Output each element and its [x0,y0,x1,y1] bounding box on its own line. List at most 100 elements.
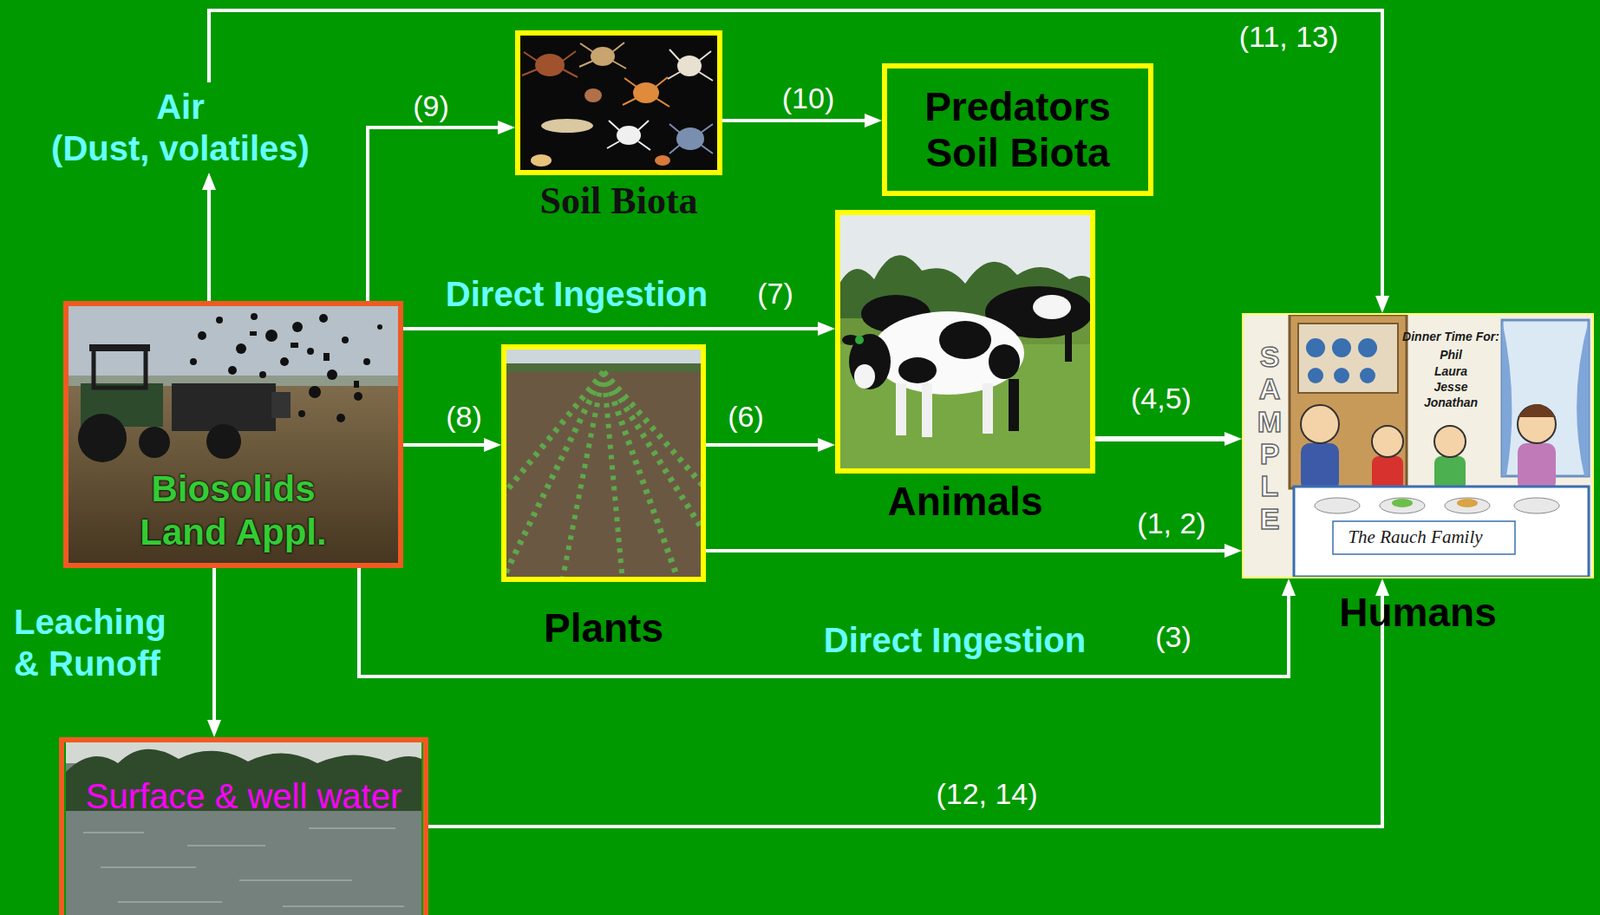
callout-number: (6) [724,398,768,435]
edge-label: Direct Ingestion [820,619,1090,661]
illustration-shape [607,120,651,151]
illustration-shape [603,372,706,582]
cornfield-photo [501,344,706,582]
flow-arrow [403,326,827,331]
water-photo [65,737,422,915]
illustration-shape [63,300,404,381]
edge-label: Leaching & Runoff [10,600,183,685]
illustration-shape [501,363,706,373]
illustration-shape [250,313,258,320]
flow-arrow [1095,436,1234,442]
illustration-shape [353,391,363,401]
node-label: Biosolids Land Appl. [116,467,351,556]
illustration-shape [1032,294,1072,320]
illustration-shape [590,46,615,66]
illustration-shape [319,313,328,323]
illustration-shape [326,369,338,380]
illustration-shape [78,413,127,463]
node-label: Air [51,85,310,128]
illustration-shape [1306,338,1326,358]
card-text: Phil [1439,347,1463,363]
callout-number: (10) [778,80,838,117]
illustration-shape [138,426,170,458]
illustration-shape [898,357,937,384]
illustration-shape [677,55,702,77]
illustration-shape [939,320,992,360]
cows-photo [835,209,1096,474]
organism-box: Plants [501,344,706,582]
illustration-shape [1064,326,1072,362]
illustration-shape [1517,404,1556,418]
organism-box: Animals [835,209,1096,474]
node-label: Soil Biota [520,179,718,224]
illustration-shape [271,391,291,418]
illustration-shape [1293,486,1589,577]
illustration-shape [1358,338,1378,358]
illustration-shape [501,372,604,582]
flow-arrow [428,587,1383,827]
illustration-shape [584,88,602,103]
illustration-shape [515,30,723,176]
callout-number: (7) [753,275,797,312]
illustration-shape [535,53,565,77]
illustration-shape [633,82,660,104]
illustration-shape [1333,367,1350,384]
family-name: The Rauch Family [1347,526,1483,549]
illustration-shape [982,383,993,434]
illustration-shape [280,357,289,366]
illustration-shape [228,365,237,375]
card-text: Dinner Time For: [1402,329,1500,345]
illustration-shape [83,828,405,907]
node-label: Predators Soil Biota [896,84,1140,177]
pathway-text: Air(Dust, volatiles) [47,82,314,173]
illustration-shape [654,155,671,166]
illustration-shape [1332,338,1352,358]
card-text: Jesse [1434,379,1469,395]
illustration-shape [1307,367,1324,384]
flow-arrow [403,443,493,447]
node-label: (Dust, volatiles) [51,127,310,170]
illustration-shape [667,49,713,81]
illustration-shape [1371,425,1404,458]
illustration-shape [83,828,405,907]
organism-box: Soil Biota [515,30,723,176]
flow-arrow [212,568,216,729]
illustration-shape [871,311,1025,395]
illustration-shape [189,358,197,366]
illustration-shape [988,344,1020,379]
illustration-shape [522,51,578,78]
illustration-shape [206,424,242,459]
organism-box: Predators Soil Biota [881,63,1154,196]
flow-arrow [207,181,211,301]
illustration-shape [353,380,360,388]
card-text: Jonathan [1423,395,1478,411]
illustration-shape [1434,425,1466,458]
illustration-shape [1314,497,1360,514]
illustration-shape [308,385,321,399]
illustration-shape [292,321,303,333]
illustration-shape [1391,498,1413,508]
illustration-shape [1576,320,1589,477]
illustration-shape [1298,323,1398,393]
illustration-shape [669,124,713,154]
illustration-shape [1456,498,1478,508]
illustration-shape [895,383,907,436]
illustration-shape [603,372,706,582]
illustration-shape [197,331,207,340]
illustration-shape [541,118,594,133]
flow-arrow [208,10,1383,305]
illustration-shape [1332,521,1516,555]
flow-arrow [705,443,827,447]
illustration-shape [579,42,627,69]
callout-number: (8) [442,398,486,435]
source-box: Biosolids Land Appl. [63,300,404,569]
flow-arrow [722,118,874,123]
water-box: Surface & well water [58,737,429,915]
illustration-shape [259,371,267,379]
soil-biota-photo [515,30,723,176]
node-label: Surface & well water [64,775,424,817]
illustration-shape [298,410,306,418]
illustration-shape [93,348,146,388]
illustration-shape [1379,497,1425,514]
node-label: Animals [840,478,1091,525]
